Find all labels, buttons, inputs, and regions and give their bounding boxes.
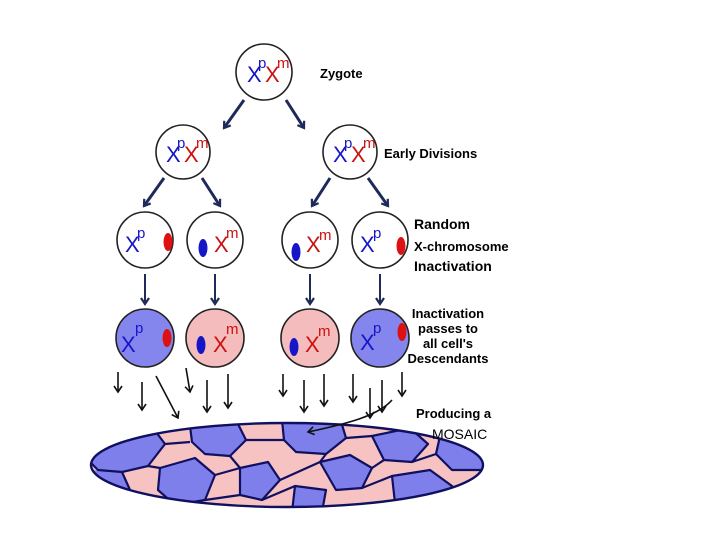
cell-row3-maternal-active: X m <box>281 211 339 269</box>
paternal-x-glyph: X <box>121 332 136 357</box>
maternal-superscript: m <box>196 135 209 152</box>
division-arrow <box>142 177 166 208</box>
paternal-superscript: p <box>135 320 143 337</box>
inactive-maternal-x-body <box>162 329 172 347</box>
inactive-paternal-x-body <box>289 338 299 356</box>
random-label-line-3: Inactivation <box>414 258 492 274</box>
mosaic-tissue <box>89 421 485 509</box>
maternal-x-glyph: X <box>184 142 199 167</box>
cell-early-left: X p X m <box>155 124 211 180</box>
zygote-label: Zygote <box>320 66 363 81</box>
zygote-left-arrow <box>222 99 246 130</box>
inactive-paternal-x-body <box>198 239 208 257</box>
inactive-maternal-x-body <box>163 233 173 251</box>
passes-label-line-1: Inactivation <box>411 306 485 321</box>
maternal-superscript: m <box>363 135 376 152</box>
cell-row3-maternal-active: X m <box>186 211 244 269</box>
maternal-x-glyph: X <box>214 232 229 257</box>
descent-arrows <box>113 367 407 436</box>
cell-zygote: X p X m <box>235 43 293 101</box>
maternal-x-glyph: X <box>213 332 228 357</box>
descent-arrow <box>155 375 180 420</box>
paternal-superscript: p <box>373 320 381 337</box>
random-label-line-1: Random <box>414 216 470 232</box>
paternal-superscript: p <box>373 225 381 242</box>
maternal-superscript: m <box>319 227 332 244</box>
paternal-x-glyph: X <box>247 62 262 87</box>
division-arrow <box>366 177 390 208</box>
inactive-paternal-x-body <box>196 336 206 354</box>
producing-label: Producing a <box>416 406 492 421</box>
maternal-x-glyph: X <box>305 332 320 357</box>
passes-label-line-4: Descendants <box>407 351 489 366</box>
paternal-x-glyph: X <box>166 142 181 167</box>
division-arrow <box>200 177 222 208</box>
paternal-x-glyph: X <box>125 232 140 257</box>
mosaic-label: MOSAIC <box>432 426 488 442</box>
descent-arrow <box>306 399 393 436</box>
cell-early-right: X p X m <box>322 124 378 180</box>
maternal-superscript: m <box>226 225 239 242</box>
early-divisions-label: Early Divisions <box>384 146 478 161</box>
cell-row4-pink: X m <box>185 308 245 368</box>
paternal-x-glyph: X <box>360 330 375 355</box>
passes-label-line-3: all cell's <box>422 336 474 351</box>
inactive-maternal-x-body <box>396 237 406 255</box>
cell-row4-pink: X m <box>280 308 340 368</box>
descent-arrow <box>184 367 194 394</box>
cell-row3-paternal-active: X p <box>116 211 174 269</box>
maternal-superscript: m <box>318 323 331 340</box>
maternal-x-glyph: X <box>265 62 280 87</box>
cell-row4-blue: X p <box>115 308 175 368</box>
zygote-right-arrow <box>284 99 306 130</box>
passes-label-line-2: passes to <box>418 321 478 336</box>
inheritance-arrows <box>140 274 385 306</box>
inactive-maternal-x-body <box>397 323 407 341</box>
cell-row4-blue: X p <box>350 308 410 368</box>
cell-row3-paternal-active: X p <box>351 211 409 269</box>
maternal-x-glyph: X <box>306 232 321 257</box>
inactive-paternal-x-body <box>291 243 301 261</box>
maternal-superscript: m <box>277 55 290 72</box>
paternal-x-glyph: X <box>333 142 348 167</box>
maternal-superscript: m <box>226 321 239 338</box>
paternal-superscript: p <box>344 135 352 152</box>
paternal-superscript: p <box>258 55 266 72</box>
maternal-x-glyph: X <box>351 142 366 167</box>
paternal-superscript: p <box>137 225 145 242</box>
division-arrows <box>142 99 390 208</box>
paternal-superscript: p <box>177 135 185 152</box>
random-label-line-2: X-chromosome <box>414 239 509 254</box>
paternal-x-glyph: X <box>360 232 375 257</box>
division-arrow <box>310 177 332 208</box>
